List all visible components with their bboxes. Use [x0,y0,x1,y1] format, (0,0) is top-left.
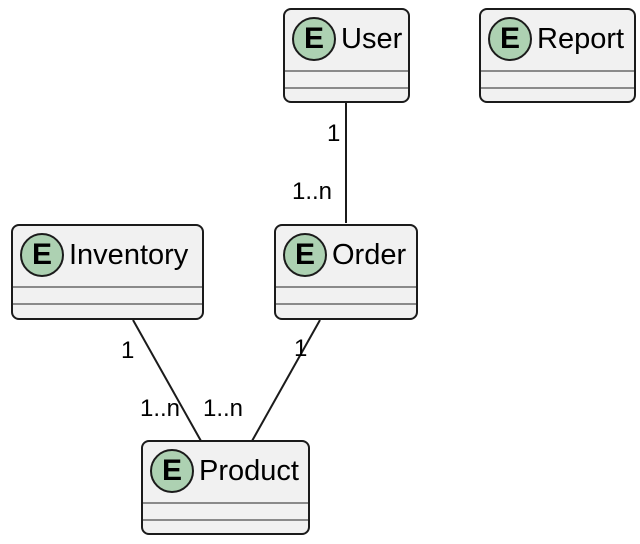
edge-inventory-product [132,319,202,442]
compartment-divider [481,87,634,89]
entity-stereotype-icon: E [150,449,194,493]
entity-report-title: E Report [481,10,634,68]
edge-order-product [251,319,321,442]
entity-stereotype-icon: E [292,17,336,61]
entity-inventory[interactable]: E Inventory [11,224,204,320]
compartment-divider [285,87,408,89]
entity-name: Inventory [69,238,189,271]
stereotype-letter: E [294,238,315,271]
stereotype-letter: E [31,238,52,271]
compartment-divider [481,70,634,72]
entity-report[interactable]: E Report [479,8,636,103]
compartment-divider [13,303,202,305]
entity-product[interactable]: E Product [141,440,310,535]
cardinality-inventory-product-1: 1 [121,337,135,364]
compartment-divider [285,70,408,72]
stereotype-letter: E [303,22,324,55]
cardinality-user-order-1n: 1..n [292,178,333,205]
entity-inventory-title: E Inventory [13,226,202,284]
compartment-divider [13,286,202,288]
cardinality-order-product-1n: 1..n [203,395,244,422]
entity-stereotype-icon: E [283,233,327,277]
entity-stereotype-icon: E [488,17,532,61]
entity-order-title: E Order [276,226,416,284]
entity-stereotype-icon: E [20,233,64,277]
cardinality-order-product-1: 1 [294,335,308,362]
compartment-divider [143,502,308,504]
stereotype-letter: E [499,22,520,55]
compartment-divider [276,303,416,305]
stereotype-letter: E [161,454,182,487]
entity-name: Product [199,454,299,487]
entity-product-title: E Product [143,442,308,500]
entity-order[interactable]: E Order [274,224,418,320]
entity-name: Order [332,238,407,271]
cardinality-inventory-product-1n: 1..n [140,395,181,422]
entity-user[interactable]: E User [283,8,410,103]
cardinality-user-order-1: 1 [327,120,341,147]
entity-name: Report [537,22,625,55]
entity-name: User [341,22,403,55]
compartment-divider [143,519,308,521]
compartment-divider [276,286,416,288]
entity-user-title: E User [285,10,408,68]
